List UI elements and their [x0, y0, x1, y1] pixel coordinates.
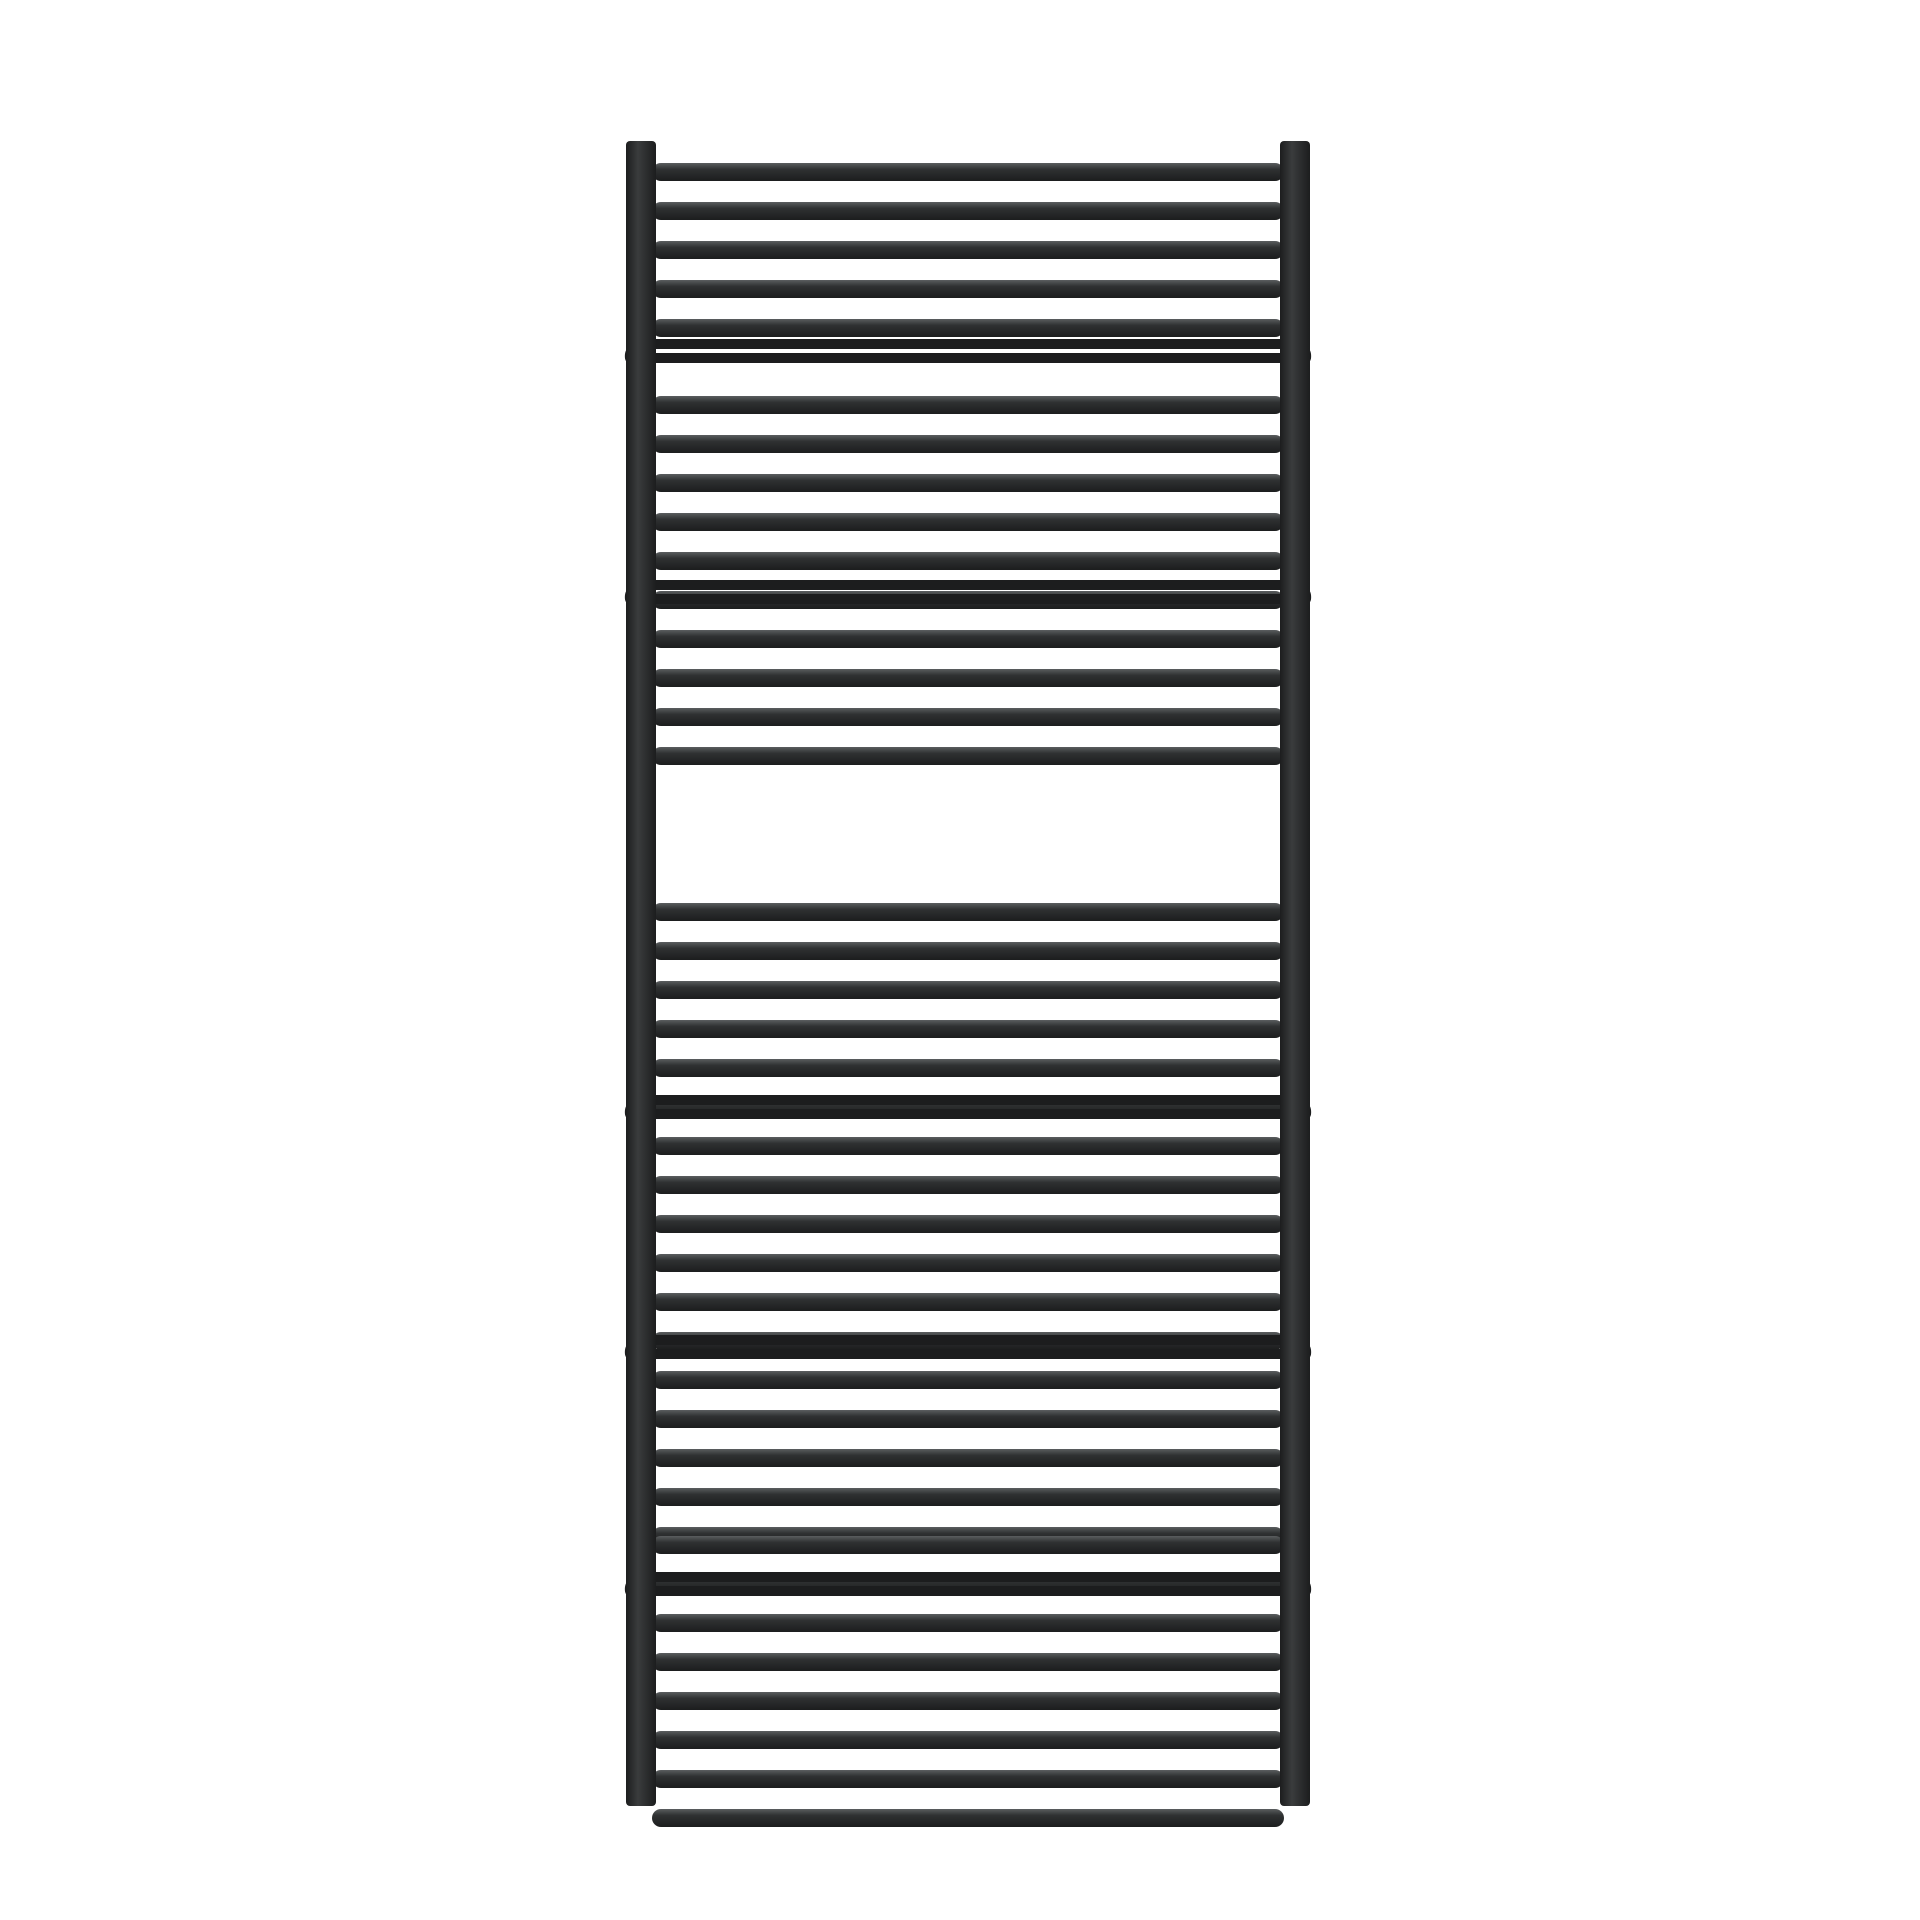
- rail-3: [652, 241, 1284, 259]
- brackets-group: [624, 339, 1312, 1596]
- rail-18: [652, 981, 1284, 999]
- rail-5: [652, 319, 1284, 337]
- rail-2: [652, 202, 1284, 220]
- rail-38: [652, 1731, 1284, 1749]
- rail-29: [652, 1410, 1284, 1428]
- rail-31: [652, 1488, 1284, 1506]
- rail-35: [652, 1614, 1284, 1632]
- rail-15: [652, 747, 1284, 765]
- rail-6: [652, 396, 1284, 414]
- rail-13: [652, 669, 1284, 687]
- right-vertical-post: [1280, 141, 1310, 1806]
- left-vertical-post: [626, 141, 656, 1806]
- rail-7: [652, 435, 1284, 453]
- rail-8: [652, 474, 1284, 492]
- rail-17: [652, 942, 1284, 960]
- rail-37: [652, 1692, 1284, 1710]
- rail-40: [652, 1809, 1284, 1827]
- rail-25: [652, 1254, 1284, 1272]
- rail-24: [652, 1215, 1284, 1233]
- rail-30: [652, 1449, 1284, 1467]
- rail-16: [652, 903, 1284, 921]
- rail-10: [652, 552, 1284, 570]
- rail-19: [652, 1020, 1284, 1038]
- rail-33: [652, 1536, 1284, 1554]
- rail-14: [652, 708, 1284, 726]
- rail-36: [652, 1653, 1284, 1671]
- rail-12: [652, 630, 1284, 648]
- rail-9: [652, 513, 1284, 531]
- rail-20: [652, 1059, 1284, 1077]
- rail-4: [652, 280, 1284, 298]
- rail-22: [652, 1137, 1284, 1155]
- rails-group: [652, 163, 1284, 1827]
- wall-bracket-1: [624, 339, 1312, 363]
- rail-28: [652, 1371, 1284, 1389]
- rail-39: [652, 1770, 1284, 1788]
- rail-26: [652, 1293, 1284, 1311]
- rail-1: [652, 163, 1284, 181]
- rail-23: [652, 1176, 1284, 1194]
